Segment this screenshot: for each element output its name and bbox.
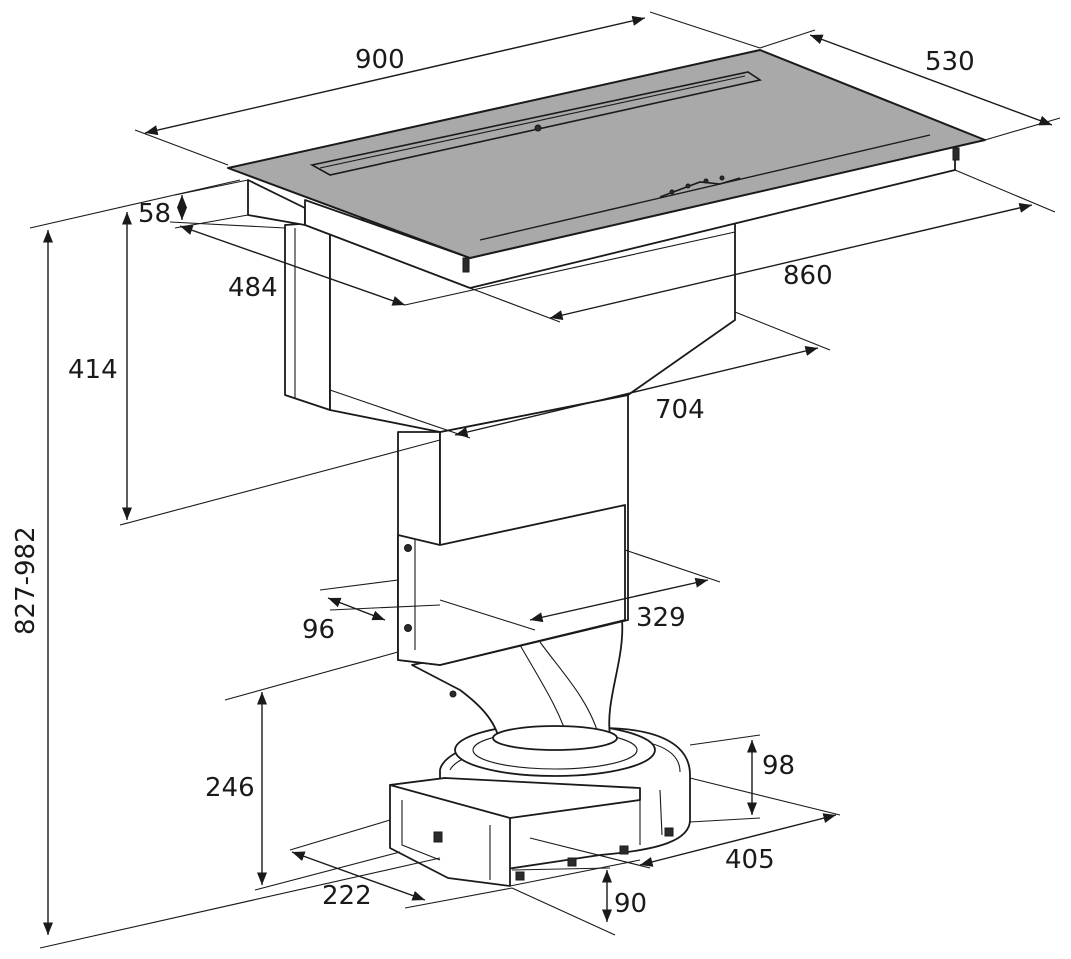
dim-label-cooktop-width: 900 [355,45,405,75]
dim-label-fan-housing-height: 98 [762,751,795,781]
dim-label-fan-width: 405 [725,845,775,875]
dim-label-duct-width: 704 [655,395,705,425]
dim-label-transition-width: 329 [636,603,686,633]
dim-label-cooktop-thickness: 58 [138,199,171,229]
dim-label-outlet-width: 222 [322,881,372,911]
dim-label-fan-height: 246 [205,773,255,803]
lower-duct [397,394,629,666]
dim-label-transition-offset: 96 [302,615,335,645]
dim-label-cutout-width: 860 [783,261,833,291]
dim-label-cooktop-depth: 530 [925,47,975,77]
dim-label-outlet-height: 90 [614,889,647,919]
dimension-labels: 900 530 58 484 860 414 704 827-982 96 32… [11,45,975,919]
dim-label-cutout-depth: 484 [228,273,278,303]
dim-label-total-height: 827-982 [11,526,41,635]
dimension-lines [29,11,1061,949]
transition-funnel [411,619,624,751]
dim-label-unit-height: 414 [68,355,118,385]
product-outline [227,49,986,887]
